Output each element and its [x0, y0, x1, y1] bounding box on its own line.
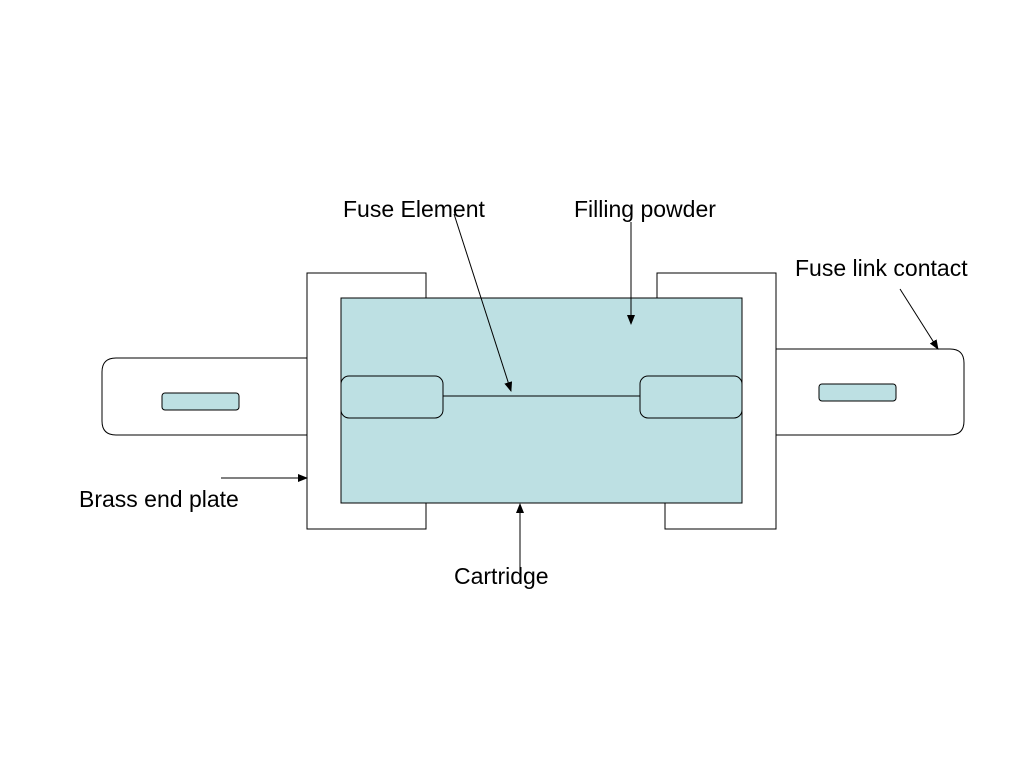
left-contact-slot: [161, 392, 240, 411]
label-fuse-element: Fuse Element: [343, 196, 486, 222]
fuse-link-contact-arrow: [899, 288, 939, 350]
label-brass-end-plate: Brass end plate: [79, 486, 239, 512]
label-cartridge: Cartridge: [454, 563, 549, 589]
label-fuse-link-contact: Fuse link contact: [795, 255, 968, 281]
fuse-element-arrow: [453, 213, 513, 392]
label-filling-powder: Filling powder: [574, 196, 716, 222]
right-contact-slot: [818, 383, 897, 402]
left-element-cap: [340, 375, 444, 419]
right-element-cap: [639, 375, 743, 419]
